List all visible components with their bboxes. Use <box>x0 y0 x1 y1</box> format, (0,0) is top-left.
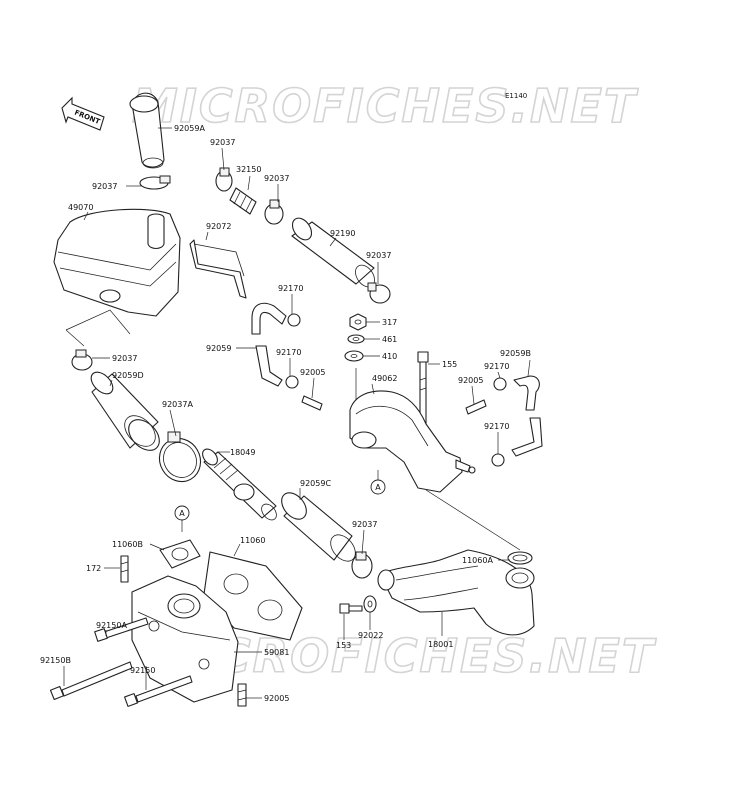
stud-92005-manifold-left <box>301 395 323 411</box>
label-92059A: 92059A <box>174 124 205 133</box>
label-92022: 92022 <box>358 631 383 640</box>
label-92072: 92072 <box>206 222 231 231</box>
label-92037A: 92037A <box>162 400 193 409</box>
small-hose-92059B <box>493 375 540 411</box>
label-92190: 92190 <box>330 229 355 238</box>
label-11060B: 11060B <box>112 540 143 549</box>
label-92170-d: 92170 <box>484 422 509 431</box>
label-11060A: 11060A <box>462 556 493 565</box>
bolt-92150B <box>49 661 133 701</box>
label-92170-a: 92170 <box>278 284 303 293</box>
small-hose-92059-lower <box>255 345 299 389</box>
rubber-coupler-32150 <box>229 187 257 215</box>
label-92005-a: 92005 <box>300 368 325 377</box>
label-92037-b: 92037 <box>92 182 117 191</box>
washer-461 <box>347 334 365 344</box>
label-18049: 18049 <box>230 448 255 457</box>
gasket-11060A <box>507 551 533 565</box>
small-hose-92059-upper <box>251 302 301 335</box>
label-92037-e: 92037 <box>112 354 137 363</box>
label-92037-f: 92037 <box>352 520 377 529</box>
elbow-hose-92059A <box>129 92 165 169</box>
label-18001: 18001 <box>428 640 453 649</box>
hose-clamp-92037-upper <box>215 167 233 192</box>
muffler-49070 <box>53 208 181 317</box>
label-461: 461 <box>382 335 397 344</box>
part-labels: 92059A 92037 92037 32150 92037 49070 920… <box>40 124 531 703</box>
diagram-code: E1140 <box>505 92 527 100</box>
label-155: 155 <box>442 360 457 369</box>
hose-clamp-92037-mid <box>264 199 284 225</box>
label-92037-a: 92037 <box>210 138 235 147</box>
nut-317 <box>349 313 367 331</box>
gasket-11060B <box>159 539 201 569</box>
grommet-410 <box>344 350 364 362</box>
front-arrow-icon: FRONT <box>61 96 105 131</box>
hose-clamp-92037-right <box>367 282 391 304</box>
label-92059D: 92059D <box>112 371 144 380</box>
callout-a-manifold: A <box>370 479 386 495</box>
hose-clamp-92037A <box>158 431 202 483</box>
hose-92190 <box>291 217 375 288</box>
svg-text:A: A <box>179 509 185 518</box>
label-92059C: 92059C <box>300 479 331 488</box>
hose-clamp-92037-muffler <box>71 349 93 371</box>
stud-92005-lower <box>237 683 247 707</box>
bolt-92150A <box>94 617 149 642</box>
label-92150: 92150 <box>130 666 155 675</box>
label-92005-c: 92005 <box>264 694 289 703</box>
hose-clamp-92037-left <box>139 175 171 190</box>
label-11060: 11060 <box>240 536 265 545</box>
label-92037-c: 92037 <box>264 174 289 183</box>
exhaust-manifold-49062 <box>349 390 476 493</box>
svg-text:A: A <box>375 483 381 492</box>
label-92005-b: 92005 <box>458 376 483 385</box>
flex-pipe-18049 <box>202 448 277 521</box>
label-32150: 32150 <box>236 165 261 174</box>
label-92150A: 92150A <box>96 621 127 630</box>
hose-92059C <box>281 492 356 562</box>
watermark-top: MICROFICHES.NET <box>132 79 639 133</box>
label-92059B: 92059B <box>500 349 531 358</box>
label-49062: 49062 <box>372 374 397 383</box>
label-317: 317 <box>382 318 397 327</box>
expansion-chamber-18001 <box>377 549 535 636</box>
bolt-92150 <box>124 675 193 707</box>
label-410: 410 <box>382 352 397 361</box>
label-172: 172 <box>86 564 101 573</box>
label-92037-d: 92037 <box>366 251 391 260</box>
callout-a-gasket: A <box>174 505 190 521</box>
exhaust-pipe-59081 <box>131 575 239 703</box>
bolt-153 <box>339 603 363 614</box>
washer-92022 <box>363 595 377 613</box>
label-92059: 92059 <box>206 344 231 353</box>
label-153: 153 <box>336 641 351 650</box>
stud-172 <box>120 555 129 583</box>
label-92150B: 92150B <box>40 656 71 665</box>
label-92170-b: 92170 <box>276 348 301 357</box>
bracket-92072 <box>189 239 247 299</box>
tube-92059D <box>90 371 160 451</box>
assembly-reference-lines <box>65 309 521 551</box>
label-59081: 59081 <box>264 648 289 657</box>
label-49070: 49070 <box>68 203 93 212</box>
stud-92005-manifold-right <box>465 399 487 415</box>
label-92170-c: 92170 <box>484 362 509 371</box>
